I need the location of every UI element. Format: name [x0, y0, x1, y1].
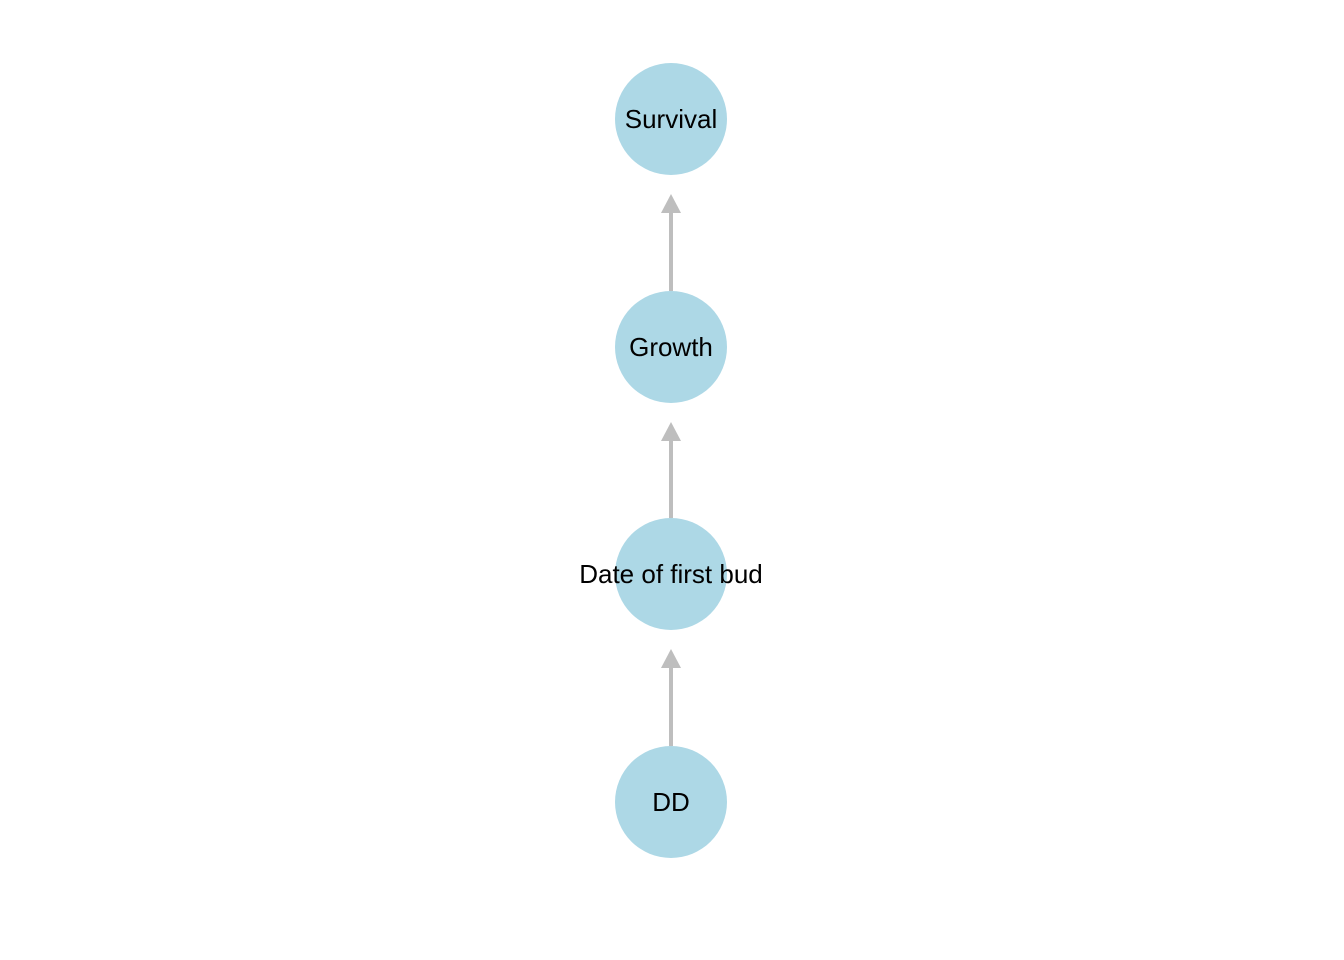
node-growth: Growth — [615, 291, 727, 403]
edge-growth-to-survival — [661, 194, 681, 291]
edge-dd-to-date_first_bud — [661, 649, 681, 746]
node-survival: Survival — [615, 63, 727, 175]
node-label: Date of first bud — [579, 559, 763, 589]
node-label: DD — [652, 787, 690, 817]
arrowhead-icon — [661, 422, 681, 441]
edge-date_first_bud-to-growth — [661, 422, 681, 518]
node-label: Growth — [629, 332, 713, 362]
node-circle — [615, 746, 727, 858]
node-dd: DD — [615, 746, 727, 858]
node-circle — [615, 291, 727, 403]
node-circle — [615, 63, 727, 175]
node-circle — [615, 518, 727, 630]
edges-layer — [661, 194, 681, 746]
node-label: Survival — [625, 104, 717, 134]
node-date-first-bud: Date of first bud — [579, 518, 763, 630]
arrowhead-icon — [661, 194, 681, 213]
arrowhead-icon — [661, 649, 681, 668]
